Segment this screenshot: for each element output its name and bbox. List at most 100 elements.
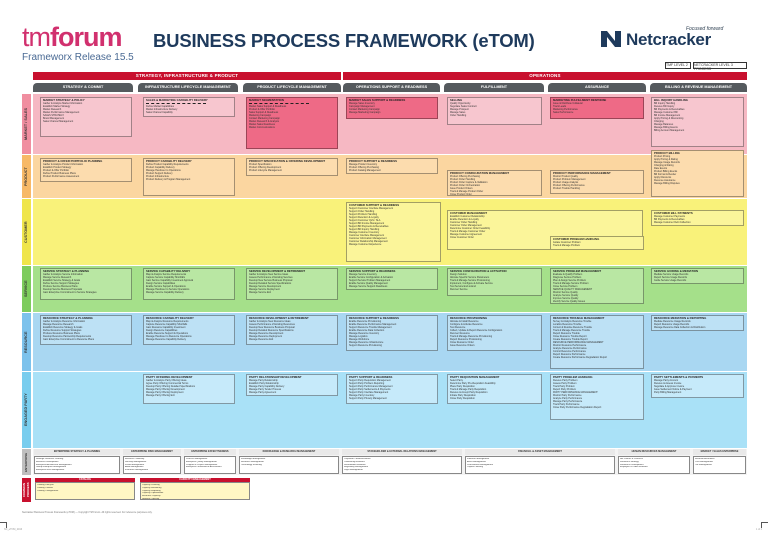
process-line: Analyze Party Performance bbox=[553, 397, 583, 401]
process-line: Gain Resource Capability Investment bbox=[146, 326, 186, 330]
process-service-fulfillment[interactable]: SERVICE CONFIGURATION & ACTIVATION Desig… bbox=[447, 268, 542, 296]
process-resource-infra[interactable]: RESOURCE CAPABILITY DELIVERY Map & Analy… bbox=[143, 315, 235, 345]
process-market-plm[interactable]: MARKET SEGMENTATION Market Sales Support… bbox=[246, 97, 338, 149]
process-line: Manage Product Inventory bbox=[349, 163, 378, 167]
process-service-osr[interactable]: SERVICE SUPPORT & READINESS Manage Servi… bbox=[346, 268, 438, 290]
process-line: Recover Service bbox=[450, 288, 468, 292]
column-header-fulfillment: FULFILLMENT bbox=[444, 83, 544, 92]
enterprise-line: Security Management bbox=[125, 460, 147, 463]
process-title: RESOURCE PROVISIONING bbox=[450, 316, 488, 320]
process-line: Manage Service Research bbox=[43, 276, 72, 280]
process-line: Configure & Activate Resource bbox=[450, 323, 483, 327]
process-party-plm[interactable]: PARTY RELATIONSHIP DEVELOPMENT Manage Pa… bbox=[246, 374, 338, 396]
process-party-billing[interactable]: PARTY SETTLEMENTS & PAYMENTS Manage Part… bbox=[651, 374, 744, 398]
process-title: MARKETING FULFILLMENT RESPONSE bbox=[553, 98, 607, 102]
enterprise-line: Workforce Strategy bbox=[620, 460, 639, 463]
process-product-osr[interactable]: PRODUCT SUPPORT & READINESS Manage Produ… bbox=[346, 158, 438, 174]
process-title: RESOURCE SUPPORT & READINESS bbox=[349, 316, 400, 320]
enterprise-box[interactable]: Business Continuity Security Management … bbox=[123, 456, 181, 474]
process-line: Map & Analyze Resource Requirements bbox=[146, 320, 189, 324]
process-line: Enable Service Support & Operations bbox=[146, 285, 186, 289]
process-resource-plm[interactable]: RESOURCE DEVELOPMENT & RETIREMENT Gather… bbox=[246, 315, 338, 345]
enterprise-box[interactable]: HR Policies & Practices Workforce Strate… bbox=[618, 456, 690, 474]
process-product-strategy[interactable]: PRODUCT & OFFER PORTFOLIO PLANNING Gathe… bbox=[40, 158, 132, 182]
column-header-infrastructure: INFRASTRUCTURE LIFECYCLE MANAGEMENT bbox=[138, 83, 238, 92]
process-resource-assurance[interactable]: RESOURCE TROUBLE MANAGEMENT Survey & Ana… bbox=[550, 315, 644, 369]
process-line: Close Party Requisition bbox=[450, 397, 475, 401]
common-line: Catalog Configuration bbox=[37, 489, 59, 492]
process-line: Product Order Capture & Validation bbox=[450, 181, 488, 185]
process-party-fulfillment[interactable]: PARTY REQUISITION MANAGEMENT Select Part… bbox=[447, 374, 542, 404]
common-box-capacity[interactable]: Capacity Planning Capacity Monitoring Ca… bbox=[140, 482, 250, 500]
process-service-infra[interactable]: SERVICE CAPABILITY DELIVERY Map & Analyz… bbox=[143, 268, 235, 300]
process-product-plm[interactable]: PRODUCT SPECIFICATION & OFFERING DEVELOP… bbox=[246, 158, 338, 176]
process-title: PRODUCT & OFFER PORTFOLIO PLANNING bbox=[43, 159, 103, 163]
process-line: Product Trouble Handling bbox=[553, 187, 580, 191]
process-line: Track & Manage Product Order bbox=[450, 190, 484, 194]
process-line: Report Resource Usage Records bbox=[654, 323, 690, 327]
enterprise-line: Research Management bbox=[241, 460, 264, 463]
process-line: Test Service End-to-End bbox=[450, 285, 476, 289]
process-service-strategy[interactable]: SERVICE STRATEGY & PLANNING Gather & Ana… bbox=[40, 268, 132, 300]
process-line: Support Bill Payments & Receivables bbox=[349, 225, 389, 229]
enterprise-box[interactable]: Corporate Communications Community Relat… bbox=[342, 456, 462, 474]
enterprise-line: Fraud Management bbox=[125, 463, 145, 466]
process-line: Product Lifecycle Management bbox=[249, 169, 282, 173]
process-line: Track & Manage Resource Trouble bbox=[553, 329, 590, 333]
process-resource-osr[interactable]: RESOURCE SUPPORT & READINESS Enable Reso… bbox=[346, 315, 438, 351]
band-label-product-bg bbox=[22, 155, 31, 198]
process-line: Plan & Assign Service Problem bbox=[553, 279, 586, 283]
process-line: Enable Resource Data Collection bbox=[349, 329, 385, 333]
process-market-assurance[interactable]: MARKETING FULFILLMENT RESPONSE Issue & D… bbox=[550, 97, 644, 119]
process-line: Market Research & Analysis bbox=[249, 120, 279, 124]
process-resource-fulfillment[interactable]: RESOURCE PROVISIONING Allocate & Install… bbox=[447, 315, 542, 351]
process-line: Manage Party Performance bbox=[553, 400, 583, 404]
process-service-billing[interactable]: SERVICE GUIDING & MEDIATION Mediate Serv… bbox=[651, 268, 744, 284]
common-box-catalog[interactable]: Catalog Lifecycle Catalog Content Catalo… bbox=[35, 482, 135, 500]
process-line: Define Resource Support Strategies bbox=[43, 329, 82, 333]
enterprise-line: Asset Management bbox=[467, 460, 486, 463]
process-line: Gather & Analyze Product Information bbox=[43, 163, 84, 167]
process-line: Manage Billing Disputes bbox=[654, 182, 680, 186]
enterprise-box[interactable]: Financial Management Asset Management Pr… bbox=[465, 456, 615, 474]
process-product-billing[interactable]: PRODUCT BILLING Product Pricing Apply Pr… bbox=[651, 150, 744, 197]
process-line: Customer Relationship Management bbox=[349, 240, 388, 244]
process-party-infra[interactable]: PARTY OFFERING DEVELOPMENT Gather & Anal… bbox=[143, 374, 235, 404]
process-party-assurance[interactable]: PARTY PROBLEM HANDLING Receive Party Pro… bbox=[550, 374, 644, 420]
process-line: Support Party Settlements & Payments bbox=[349, 388, 391, 392]
process-market-osr[interactable]: MARKET SALES SUPPORT & READINESS Manage … bbox=[346, 97, 438, 119]
legend-level3: NETCRACKER LEVEL 3 PROCESS bbox=[693, 62, 747, 71]
process-line: Negotiate Sales Contract bbox=[450, 105, 477, 109]
band-label-market-bg bbox=[22, 94, 31, 154]
band-label-enterprise-bg bbox=[22, 449, 31, 475]
process-market-billing[interactable]: BILL INQUIRY HANDLING Bill Inquiry Handl… bbox=[651, 97, 744, 147]
process-line: Manage Handover to Service Operations bbox=[146, 288, 190, 292]
process-market-strategy[interactable]: MARKET STRATEGY & POLICY Gather & Analyz… bbox=[40, 97, 132, 137]
process-line: Develop New Service Business Proposal bbox=[249, 279, 293, 283]
enterprise-box[interactable]: Process Management Enterprise Quality Ma… bbox=[184, 456, 236, 474]
process-resource-strategy[interactable]: RESOURCE STRATEGY & PLANNING Gather & An… bbox=[40, 315, 132, 345]
process-party-osr[interactable]: PARTY SUPPORT & READINESS Support Party … bbox=[346, 374, 438, 404]
process-line: Product Order Orchestration bbox=[450, 184, 481, 188]
enterprise-line: Financial Management bbox=[467, 458, 490, 460]
process-service-plm[interactable]: SERVICE DEVELOPMENT & RETIREMENT Gather … bbox=[246, 268, 338, 300]
process-customer-osr[interactable]: CUSTOMER SUPPORT & READINESS Support Cus… bbox=[346, 202, 441, 262]
process-line: Manage Customer Experience bbox=[349, 243, 382, 247]
process-line: Sales Channel Management bbox=[43, 120, 74, 124]
process-title: RESOURCE TROUBLE MANAGEMENT bbox=[553, 316, 605, 320]
process-line: Manage Balances bbox=[654, 123, 674, 127]
process-product-infra[interactable]: PRODUCT CAPABILITY DELIVERY Define Produ… bbox=[143, 158, 235, 196]
process-service-assurance[interactable]: SERVICE PROBLEM MANAGEMENT Evaluate & Qu… bbox=[550, 268, 644, 304]
enterprise-box[interactable]: Revenue Assurance Cost Management Tax Ma… bbox=[693, 456, 746, 474]
enterprise-box[interactable]: Strategic Business Planning Business Dev… bbox=[34, 456, 120, 474]
process-market-infra[interactable]: SALES & MARKETING CAPABILITY DELIVERY De… bbox=[143, 97, 235, 117]
process-customer-billing[interactable]: CUSTOMER BILL PAYMENTS Manage Customer P… bbox=[651, 210, 744, 226]
process-resource-billing[interactable]: RESOURCE MEDIATION & REPORTING Mediate R… bbox=[651, 315, 744, 331]
process-product-assurance[interactable]: PRODUCT PERFORMANCE MANAGEMENT Monitor P… bbox=[550, 170, 644, 194]
corner-left-text: NC_eTOM_2016 bbox=[4, 528, 23, 531]
process-customer-assurance[interactable]: CUSTOMER PROBLEM HANDLING Isolate Custom… bbox=[550, 236, 644, 250]
enterprise-box[interactable]: Knowledge Management Research Management… bbox=[239, 456, 339, 474]
process-product-fulfillment[interactable]: PRODUCT CONFIGURATION MANAGEMENT Product… bbox=[447, 170, 542, 196]
enterprise-line: Regulatory Management bbox=[344, 466, 368, 469]
process-market-fulfillment[interactable]: SELLING Qualify Opportunity Negotiate Sa… bbox=[447, 97, 542, 125]
